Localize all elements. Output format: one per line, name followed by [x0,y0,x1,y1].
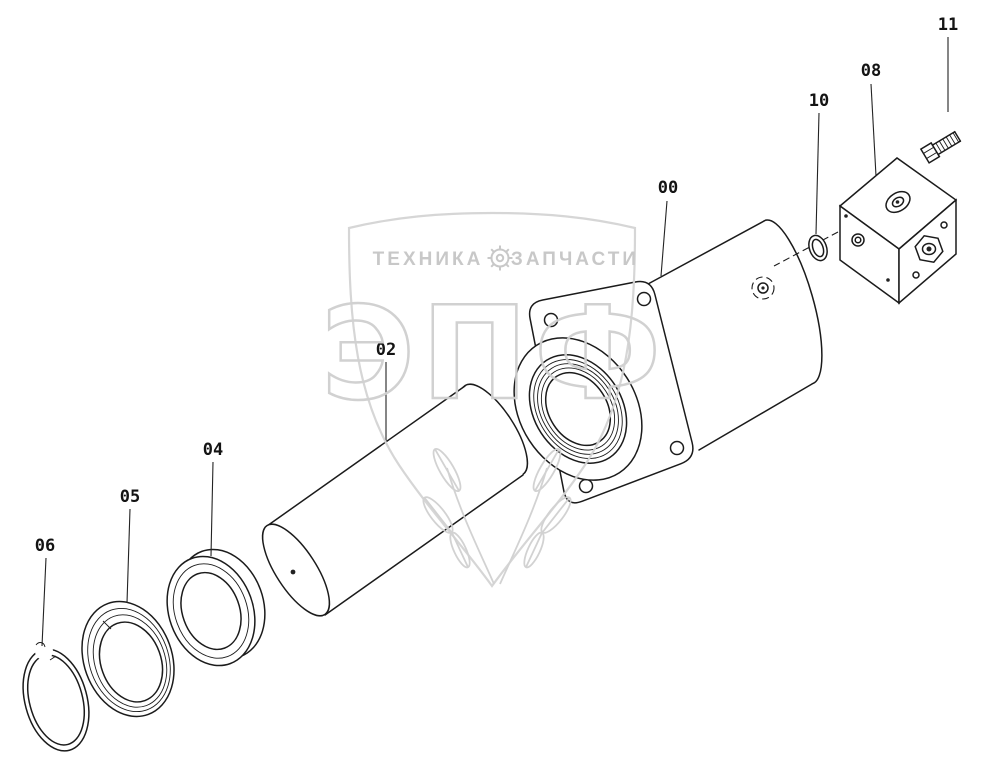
part-00-cylinder-body [647,219,823,451]
part-05-coiled-ring [81,600,175,718]
part-label-08: 08 [861,61,881,81]
part-label-11: 11 [938,15,958,35]
part-label-04: 04 [203,440,223,460]
leader-line-05 [126,508,131,604]
part-labels: 00 02 04 05 06 08 10 11 [35,15,958,556]
part-label-00: 00 [658,178,678,198]
part-08-valve-block [838,157,958,305]
assembly-axis-dashed-line [773,231,839,267]
part-11-bolt [919,130,962,164]
watermark-header-right: ЗАПЧАСТИ [511,249,639,270]
gear-icon [487,245,513,271]
part-00-threaded-boss [513,337,643,481]
leader-line-00 [660,200,668,277]
leader-line-08 [870,83,877,177]
part-label-10: 10 [809,91,829,111]
leader-line-04 [210,461,214,557]
watermark-header-left: ТЕХНИКА [373,249,484,270]
leader-line-10 [815,112,820,235]
leader-lines [41,37,949,647]
part-label-06: 06 [35,536,55,556]
part-label-05: 05 [120,487,140,507]
leader-line-06 [41,557,47,647]
watermark-logo: ЭПФ [321,280,667,429]
watermark-shield [347,211,637,588]
part-08-hex-fitting [914,234,944,264]
part-10-o-ring [808,234,828,262]
part-04-seal-ring [166,548,266,667]
watermark: ТЕХНИКА ЗАПЧАСТИ ЭПФ [320,211,667,588]
watermark-wheat [422,448,572,585]
part-label-02: 02 [376,340,396,360]
part-06-snap-ring [22,642,90,752]
part-02-piston-tube [261,383,529,617]
